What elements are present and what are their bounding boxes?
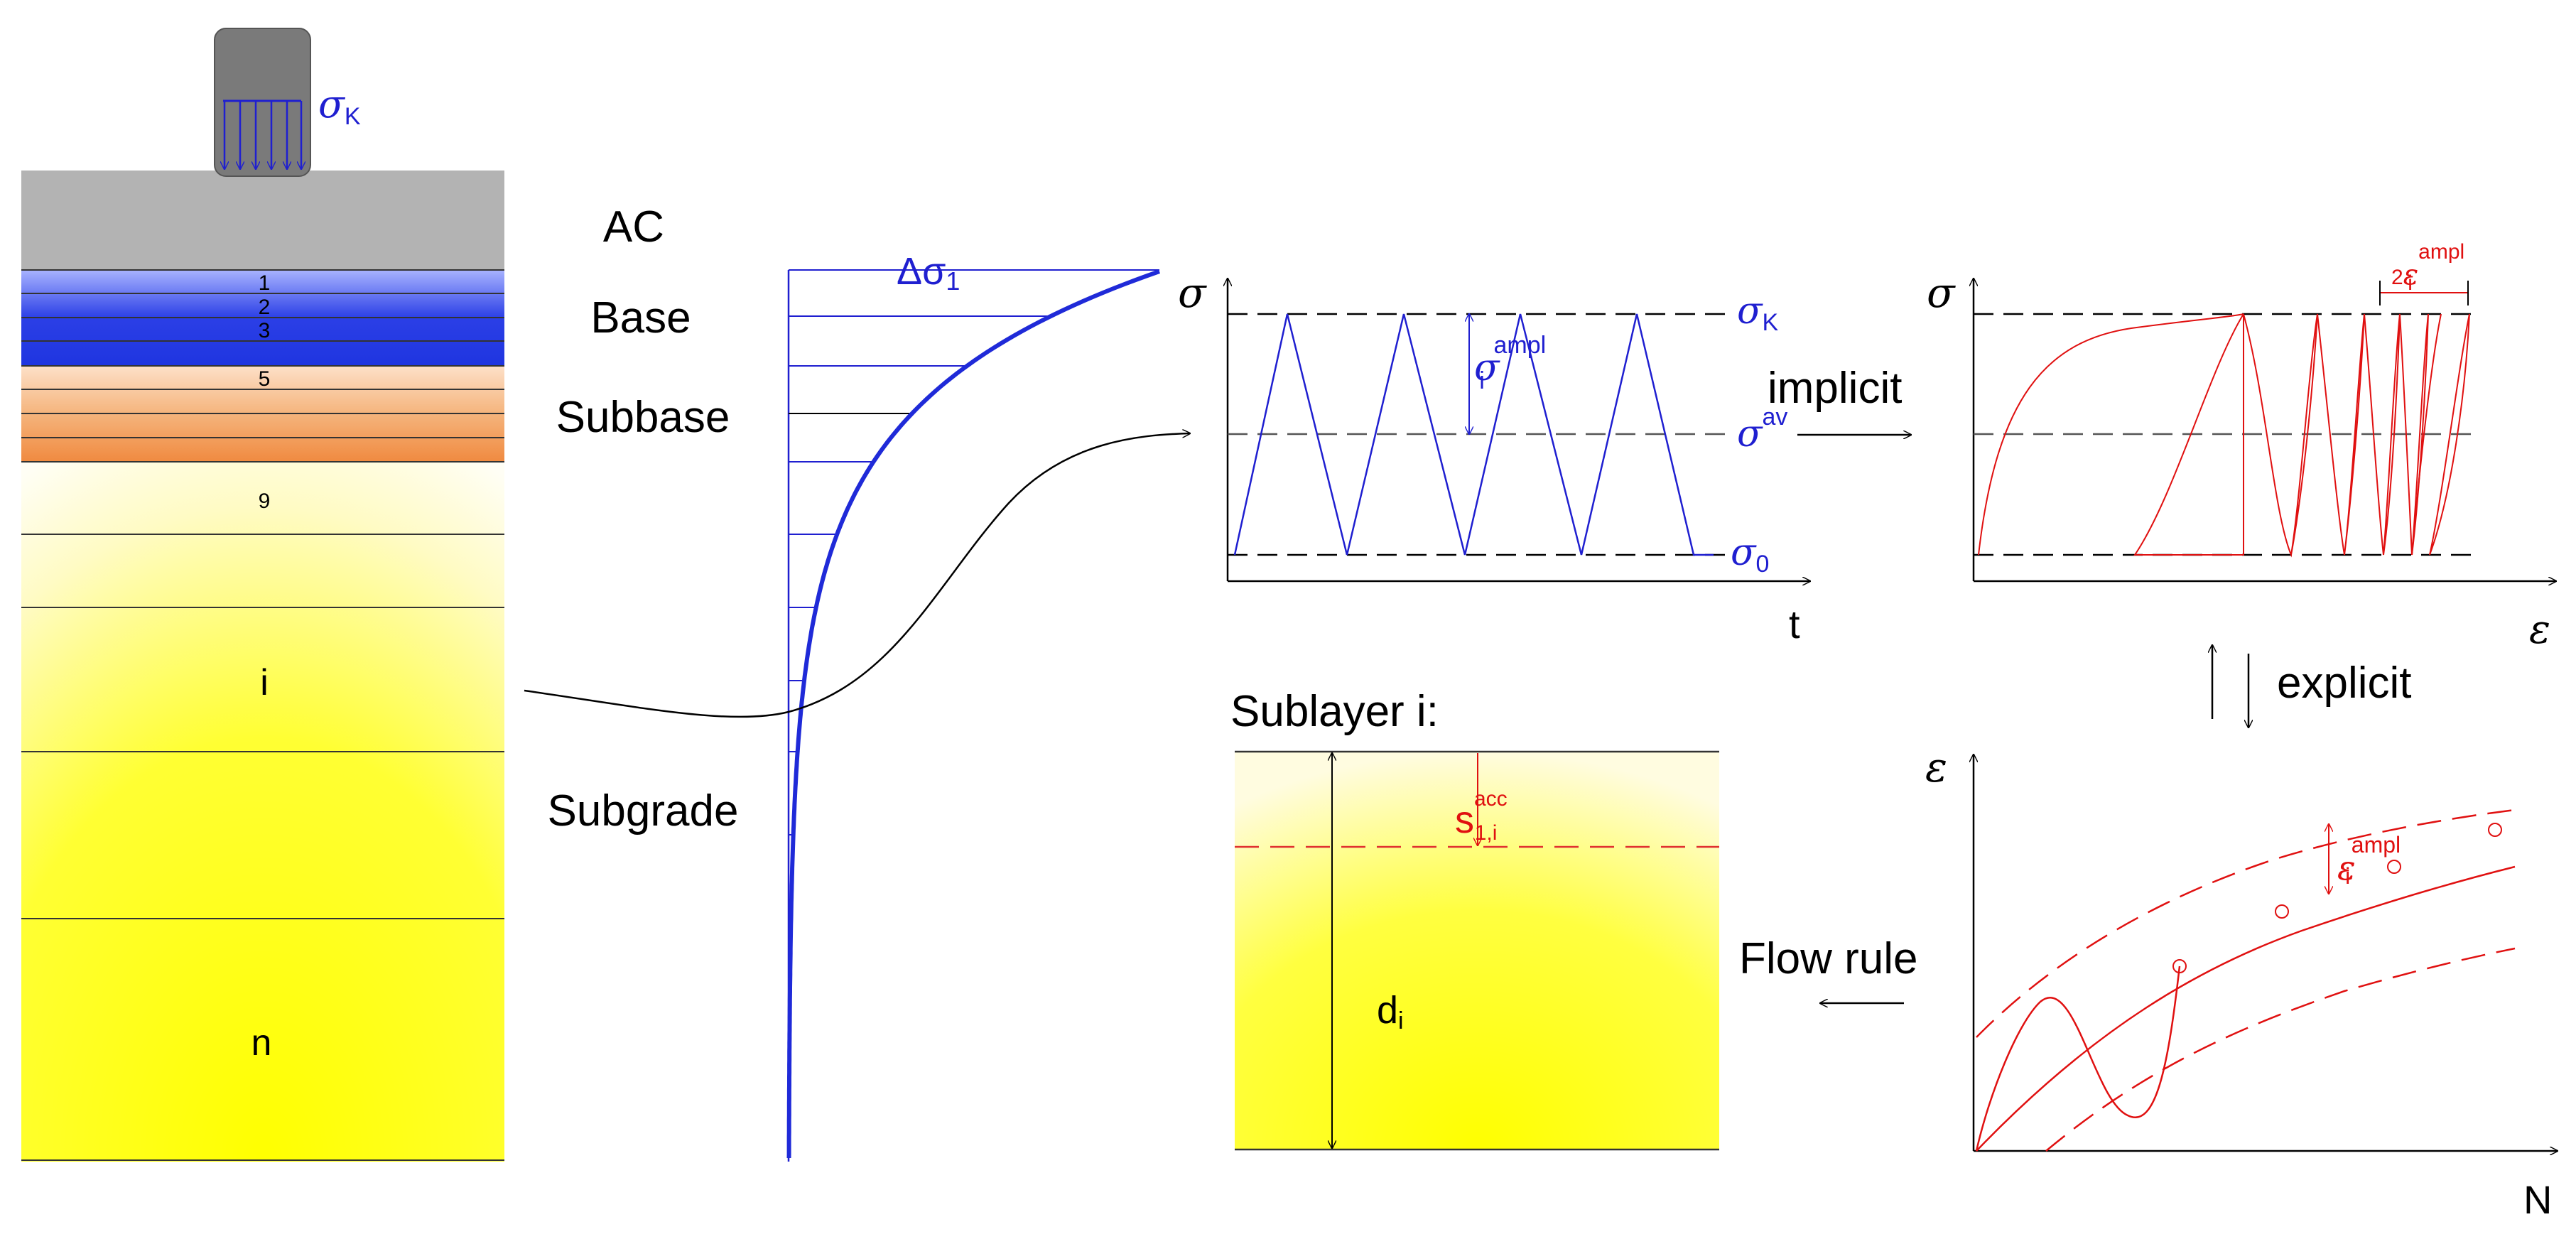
- subbase-label: Subbase: [556, 393, 730, 442]
- stress-hatch-lines: [789, 269, 1159, 1161]
- load-arrows: [224, 101, 301, 169]
- sublayer-number-5: 5: [259, 367, 271, 391]
- sigma-axis-label-2: σ: [1927, 269, 1956, 317]
- layer-i-label: i: [260, 662, 269, 703]
- stress-profile-label: Δσ1: [897, 250, 960, 296]
- implicit-label: implicit: [1768, 364, 1902, 413]
- load-sigma-label: σK: [318, 82, 361, 130]
- sublayer-number-3: 3: [259, 319, 271, 342]
- strain-axis-label: ε: [2529, 607, 2550, 653]
- hysteresis-loops: [1978, 313, 2470, 558]
- stress-profile: Δσ1: [786, 250, 1161, 1162]
- sublayer-title: Sublayer i:: [1230, 687, 1439, 736]
- sigma-av-label: σav: [1737, 404, 1787, 455]
- sublayer-link-arrow: [524, 433, 1190, 718]
- time-axis-label: t: [1789, 602, 1800, 647]
- explicit-label: explicit: [2277, 659, 2412, 708]
- strain-envelope-curves: [1975, 808, 2516, 1152]
- stress-profile-curve: [786, 269, 1161, 1159]
- ac-label: AC: [603, 202, 664, 251]
- layer-divisions: [21, 269, 504, 1161]
- sigma-0-label: σ0: [1731, 531, 1769, 578]
- cycles-axis-label: N: [2523, 1177, 2552, 1222]
- cyclic-load-signal: [1233, 313, 1714, 556]
- soil-column: 1 2 3 5 9 i n: [21, 171, 504, 1162]
- base-label: Base: [590, 293, 691, 342]
- sublayer-number-1: 1: [259, 271, 271, 295]
- strain-axis-label-2: ε: [1925, 743, 1947, 791]
- sublayer-number-9: 9: [259, 490, 271, 513]
- thickness-label: di: [1377, 989, 1404, 1034]
- ground-layer: [21, 462, 504, 1162]
- footing: σK: [214, 28, 361, 177]
- sublayer-number-2: 2: [259, 296, 271, 319]
- ac-layer: [21, 171, 504, 270]
- sigma-k-label: σK: [1737, 290, 1779, 336]
- subgrade-label: Subgrade: [548, 786, 739, 835]
- flow-rule-label: Flow rule: [1739, 934, 1918, 983]
- layer-n-label: n: [251, 1022, 272, 1064]
- sigma-axis-label: σ: [1178, 269, 1207, 317]
- data-markers: [2172, 823, 2502, 973]
